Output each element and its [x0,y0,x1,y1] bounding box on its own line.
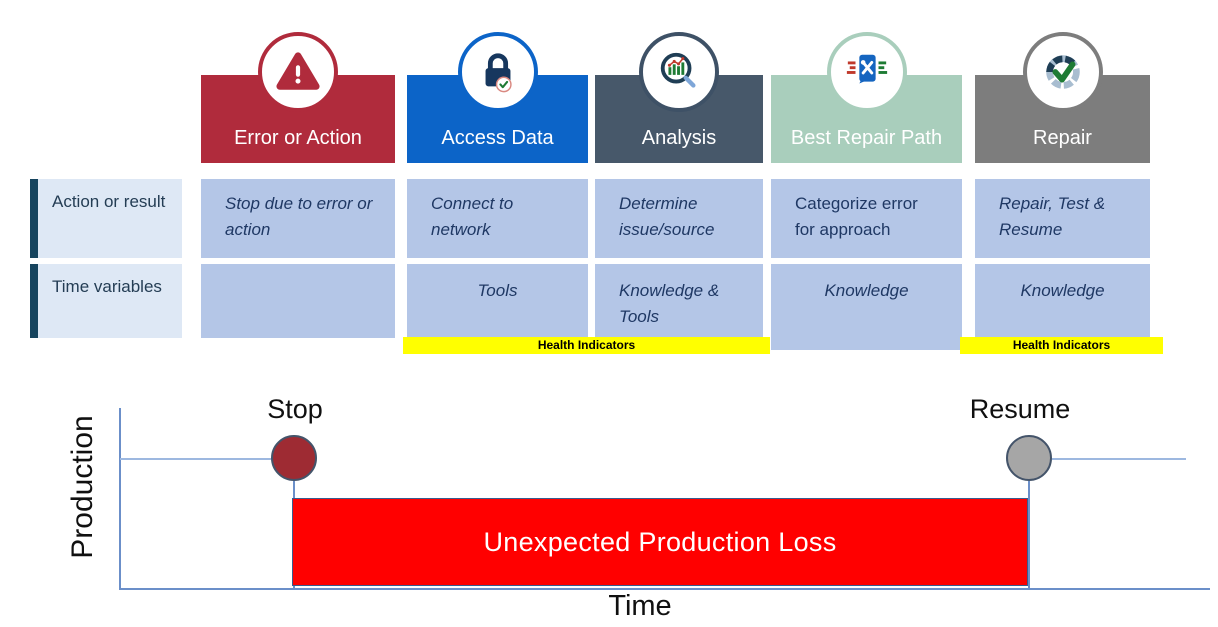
y-axis-title: Production [66,415,99,559]
stop-label: Stop [267,394,323,424]
cell-time-access-data: Tools [407,264,588,338]
stop-marker-dot [271,435,317,481]
cell-time-repair: Knowledge [975,264,1150,338]
cell-action-access-data: Connect to network [407,179,588,258]
stage-title: Repair [1033,127,1092,149]
row-label-time-variables: Time variables [30,264,182,338]
cell-action-error: Stop due to error or action [201,179,395,258]
cell-time-best-repair-path: Knowledge [771,264,962,350]
stage-title: Error or Action [234,127,362,149]
resume-drop-line [1028,481,1030,588]
health-indicators-bar-left: Health Indicators [403,337,770,354]
cell-time-analysis: Knowledge & Tools [595,264,763,338]
production-level-line-left [120,458,271,460]
row-label-text: Time variables [52,277,162,296]
magnifier-chart-icon [639,32,719,112]
cell-action-analysis: Determine issue/source [595,179,763,258]
stage-title: Best Repair Path [790,127,943,149]
stage-header-repair: Repair [975,75,1150,163]
production-loss-band: Unexpected Production Loss [292,498,1028,586]
health-indicators-bar-right: Health Indicators [960,337,1163,354]
cell-action-repair: Repair, Test & Resume [975,179,1150,258]
cell-action-best-repair-path: Categorize error for approach [771,179,962,258]
production-loss-label: Unexpected Production Loss [483,526,837,557]
row-label-text: Action or result [52,192,166,211]
x-axis-line [119,588,1210,590]
resume-marker-dot [1006,435,1052,481]
stage-header-analysis: Analysis [595,75,763,163]
y-axis-line [119,408,121,589]
warning-triangle-icon [258,32,338,112]
stage-title: Analysis [641,127,717,149]
stage-title: Access Data [441,127,554,149]
row-label-action-or-result: Action or result [30,179,182,258]
lock-check-icon [458,32,538,112]
cell-time-error [201,264,395,338]
x-axis-title: Time [608,590,672,622]
resume-label: Resume [969,394,1071,424]
progress-check-icon [1023,32,1103,112]
device-repair-tools-icon [827,32,907,112]
stage-header-best-repair-path: Best Repair Path [771,75,962,163]
production-level-line-right [1052,458,1186,460]
